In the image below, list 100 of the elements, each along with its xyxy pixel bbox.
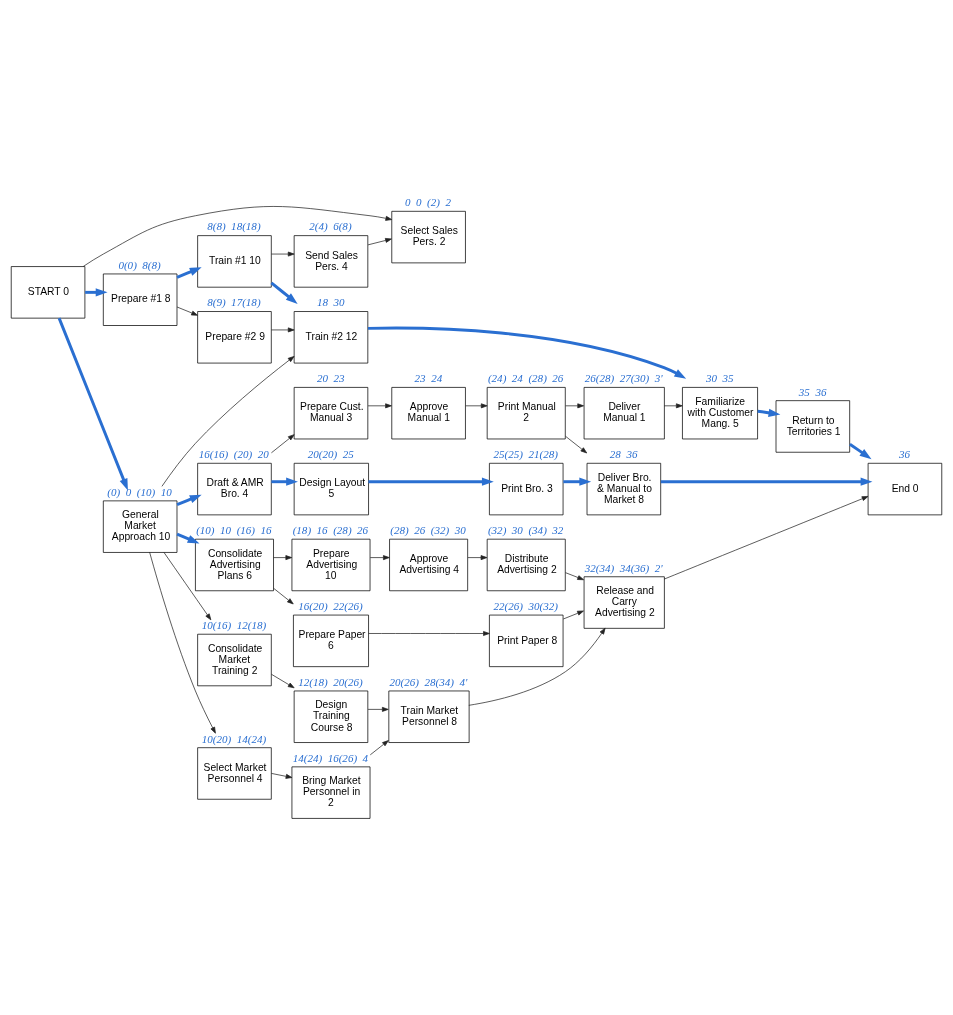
node-box: Prepare #1 8 [102,273,178,326]
node-label: 10(20) 14(24) [201,732,267,745]
node-box: Consolidate Market Training 2 [197,633,272,687]
node-box: Bring Market Personnel in 2 [291,766,371,819]
node-box: Deliver Bro. & Manual to Market 8 [586,462,662,516]
node-box: Approve Manual 1 [391,387,466,440]
node-label: 30 35 [706,372,734,385]
arrow [465,403,488,409]
arrow [273,587,294,605]
node-label: 10(16) 12(18) [201,619,267,632]
node-box: Design Layout 5 [293,462,369,516]
arrow [85,288,108,297]
arrow [367,238,392,246]
node-box: Prepare Cust. Manual 3 [293,387,369,440]
node-box: Train Market Personnel 8 [388,690,470,743]
node-label: 28 36 [609,448,638,461]
node-label: (10) 10 (16) 16 [196,524,272,537]
arrow [271,327,295,333]
arrow [149,551,216,734]
node-label: 26(28) 27(30) 3' [584,372,663,385]
node-label: 35 36 [798,385,827,398]
arrow [663,496,869,580]
arrow [271,773,293,779]
node-box: Return to Territories 1 [775,400,851,453]
arrow [163,551,212,621]
arrow [562,610,584,620]
node-label: 16(16) (20) 20 [198,448,269,461]
arrow [271,251,295,257]
node-label: 18 30 [316,296,345,309]
node-box: Prepare #2 9 [197,311,272,364]
node-label: 22(26) 30(32) [493,599,558,612]
node-box: Release and Carry Advertising 2 [583,576,665,629]
node-box: Print Bro. 3 [489,462,564,516]
arrow [849,443,872,460]
node-box: Print Paper 8 [489,614,564,667]
arrow [367,706,389,712]
arrow [367,326,687,379]
node-box: Familiarize with Customer Mang. 5 [682,387,758,440]
node-box: Train #1 10 [197,235,272,288]
arrow [176,306,198,316]
node-label: 0(0) 8(8) [118,258,161,271]
node-box: Distribute Advertising 2 [486,538,566,592]
node-label: 8(9) 17(18) [207,296,261,309]
arrow [663,403,683,409]
arrow [273,555,293,561]
arrow [565,572,584,581]
node-box: Select Market Personnel 4 [197,747,272,800]
arrow [367,403,392,409]
node-box: End 0 [867,462,943,516]
arrow [368,477,494,486]
node-label: 0 0 (2) 2 [405,196,452,209]
arrow [271,434,295,454]
node-box: Print Manual 2 [486,387,566,440]
arrow [176,267,202,279]
arrow [271,673,295,689]
node-label: 14(24) 16(26) 4 [292,751,369,764]
arrow [467,555,488,561]
arrow [468,627,606,706]
node-label: 12(18) 20(26) [298,675,363,688]
node-label: 36 [899,448,911,461]
arrow [565,403,584,409]
node-label: (18) 16 (28) 26 [292,524,369,537]
node-label: (0) 0 (10) 10 [107,485,172,498]
node-box: Prepare Advertising 10 [291,538,371,592]
arrow [57,317,128,491]
arrow [271,477,298,486]
node-label: 16(20) 22(26) [298,599,363,612]
node-label: 20 23 [316,372,345,385]
arrow [369,740,389,756]
node-label: 23 24 [414,372,443,385]
node-label: 2(4) 6(8) [309,220,352,233]
node-box: Deliver Manual 1 [583,387,665,440]
node-box: Send Sales Pers. 4 [293,235,369,288]
node-box: START 0 [10,266,86,319]
arrow [369,555,390,561]
arrow [563,477,592,486]
arrow [368,631,490,636]
node-box: Design Training Course 8 [293,690,369,743]
node-box: Approve Advertising 4 [389,538,469,592]
node-box: Prepare Paper 6 [293,614,369,667]
arrow [270,281,298,304]
arrow [565,435,588,454]
node-label: 20(20) 25 [307,448,354,461]
node-box: Train #2 12 [293,311,369,364]
node-label: 32(34) 34(36) 2' [584,561,663,574]
node-box: Consolidate Advertising Plans 6 [195,538,274,592]
node-box: General Market Approach 10 [102,500,178,553]
node-label: (32) 30 (34) 32 [487,524,564,537]
node-label: (24) 24 (28) 26 [487,372,564,385]
node-label: 8(8) 18(18) [207,220,261,233]
arrow [176,532,200,544]
node-box: Draft & AMR Bro. 4 [197,462,272,516]
arrow [82,206,393,267]
arrow [161,356,295,487]
arrow [757,408,781,417]
node-label: 20(26) 28(34) 4' [389,675,468,688]
node-label: (28) 26 (32) 30 [390,524,466,537]
arrow [176,494,202,507]
node-box: Select Sales Pers. 2 [391,210,466,264]
arrow [660,477,873,486]
